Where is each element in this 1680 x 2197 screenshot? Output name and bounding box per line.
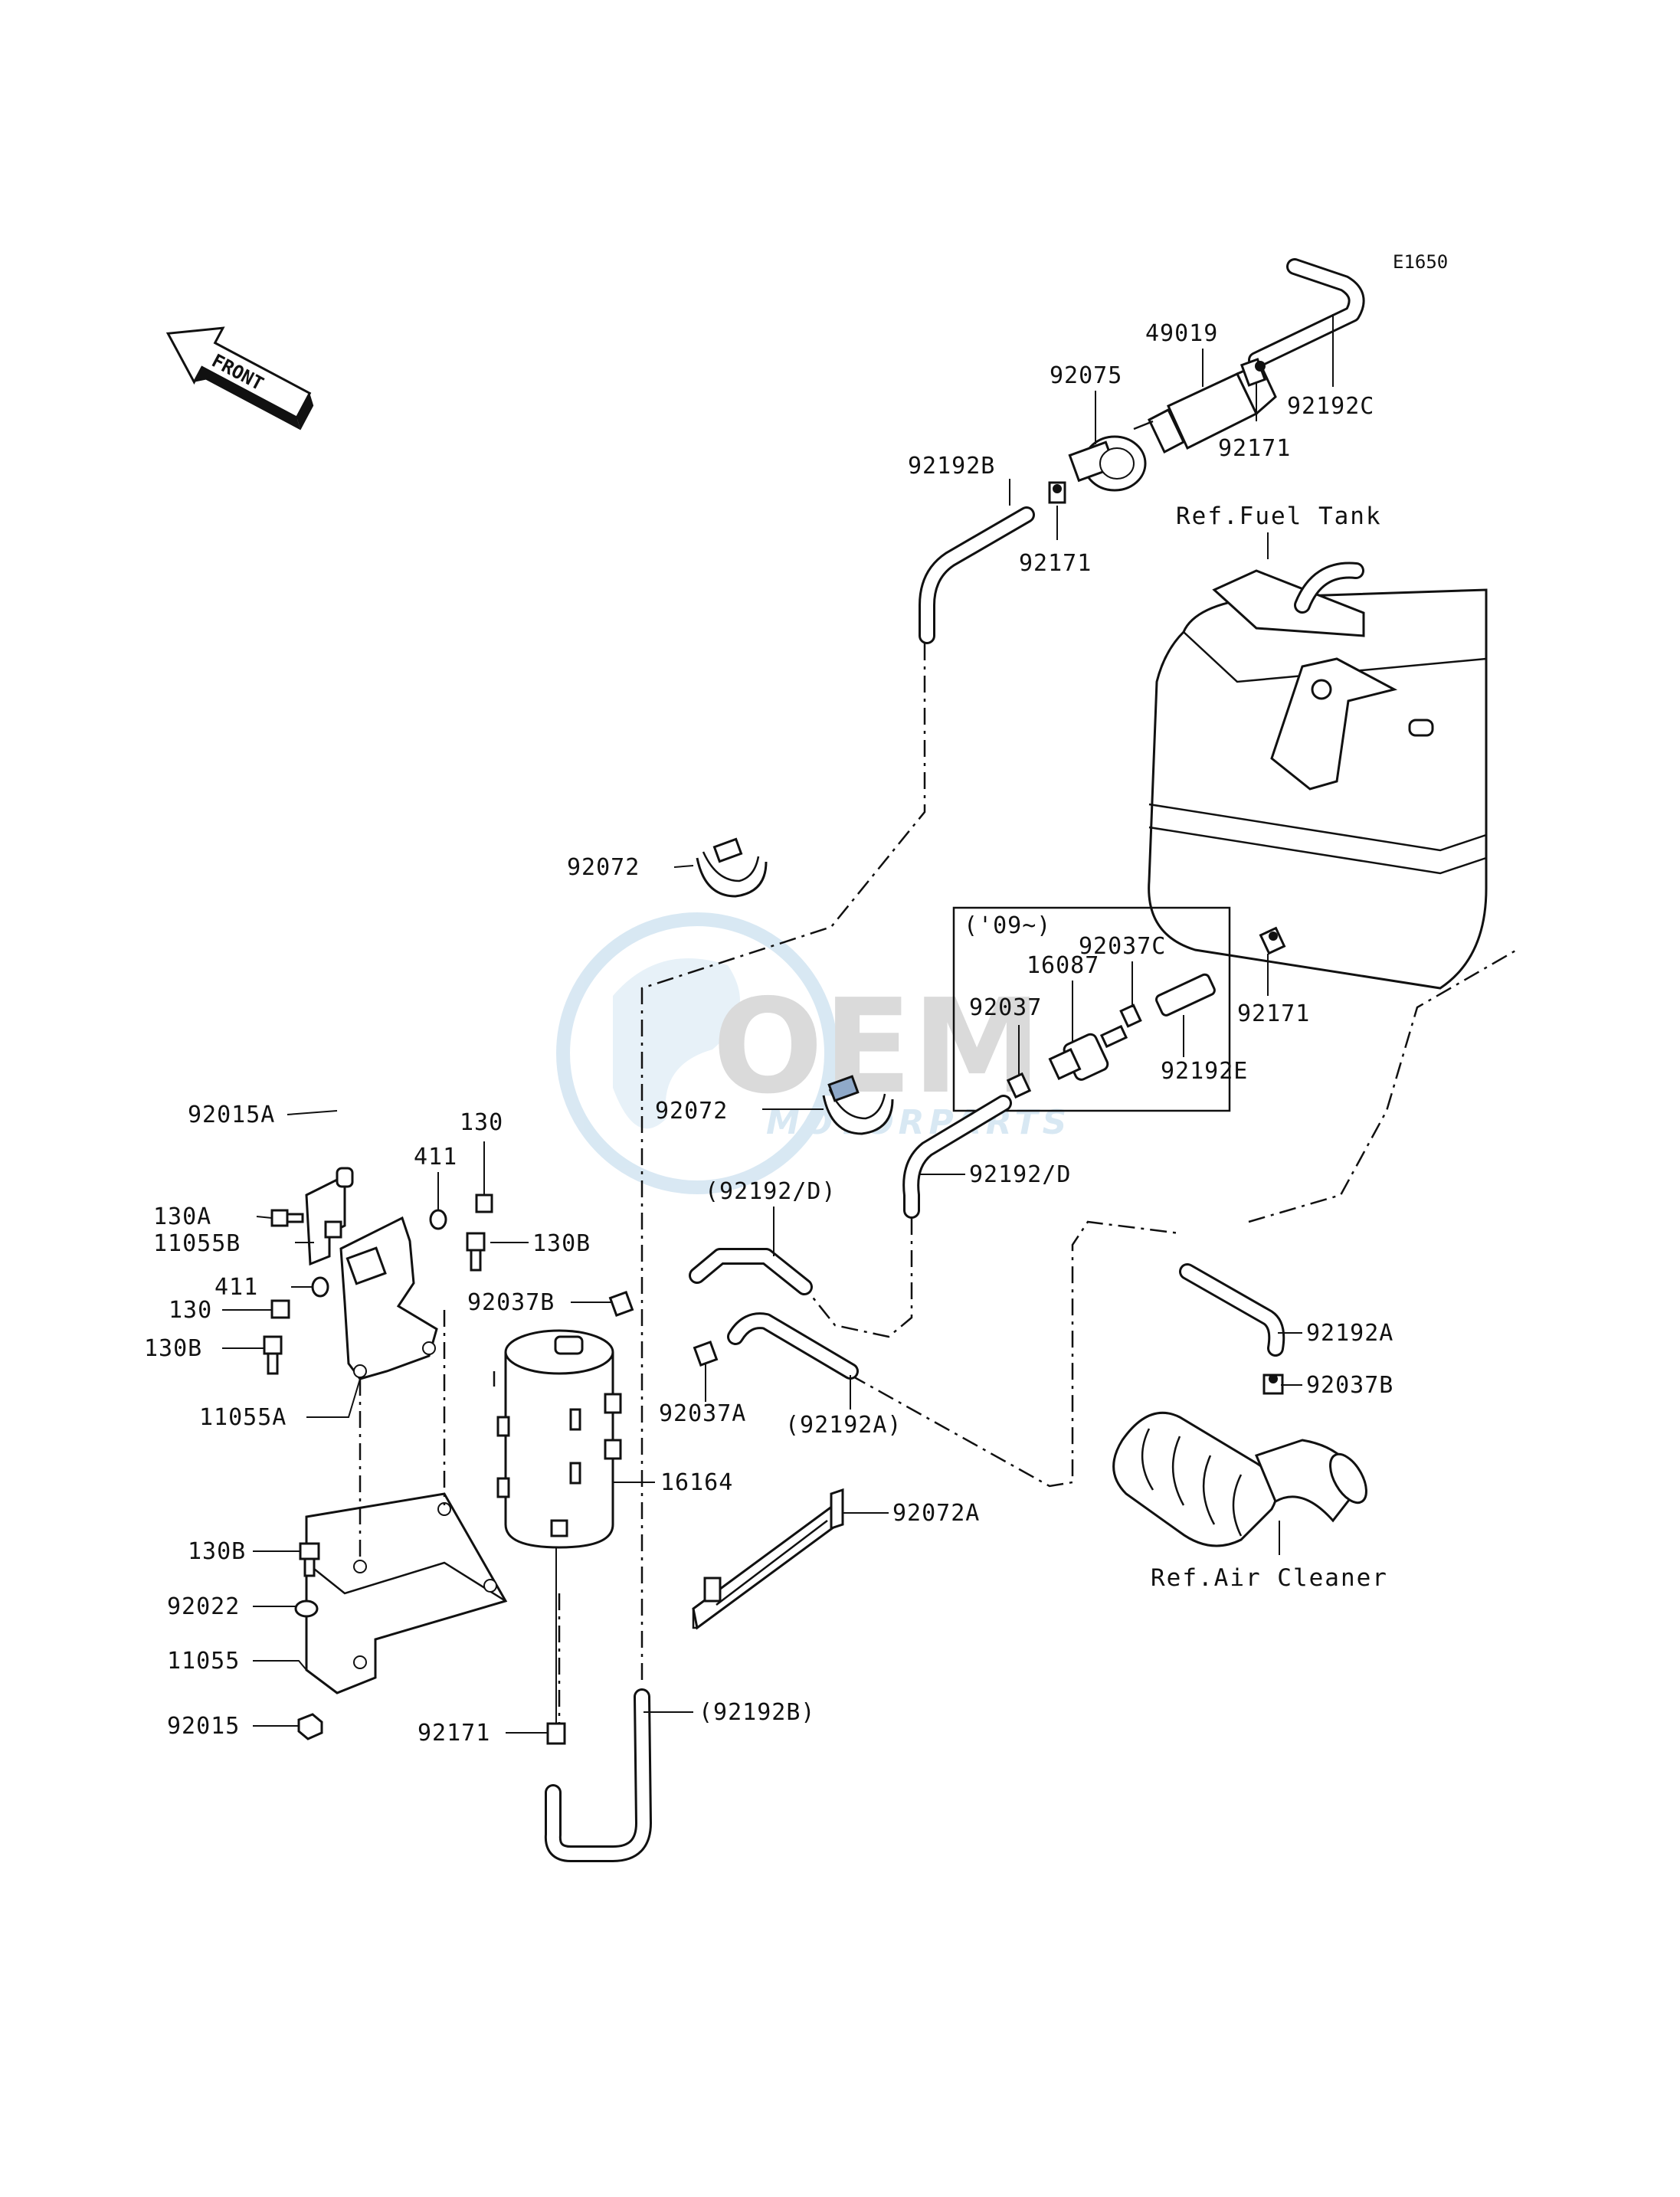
washer-411-top-icon [429, 1209, 447, 1230]
label-92015A: 92015A [188, 1102, 275, 1128]
label-92192A: 92192A [1306, 1320, 1393, 1347]
cap-92015A-icon [336, 1167, 354, 1195]
label-92171-top: 92171 [1218, 435, 1291, 462]
hose-92192C [1248, 258, 1365, 368]
clamp-92171-bottom [546, 1547, 566, 1745]
watermark-globe-icon [556, 912, 838, 1194]
bolt-130-top-icon [475, 1193, 493, 1213]
diagram-code: E1650 [1393, 251, 1448, 273]
ref-fuel-tank-label: Ref.Fuel Tank [1176, 503, 1382, 530]
washer-92022-icon [294, 1599, 319, 1618]
clamp-92037B-left [608, 1291, 634, 1317]
year-note: ('09~) [964, 912, 1051, 939]
fuel-tank-reference: Ref.Fuel Tank [1148, 503, 1488, 990]
label-92192B: 92192B [908, 453, 995, 480]
band-92072-top [696, 837, 768, 898]
bracket-dash-guides [359, 1310, 496, 1563]
clamp-92171-mid [1048, 481, 1066, 504]
dashline-92192E [1248, 948, 1518, 1223]
label-92022: 92022 [167, 1593, 240, 1620]
clamp-92037 [1006, 1072, 1032, 1099]
label-92171-bottom: 92171 [418, 1720, 490, 1747]
air-cleaner-reference: Ref.Air Cleaner [1112, 1411, 1388, 1592]
hose-92192A-lower [727, 1312, 859, 1380]
label-92037B-right: 92037B [1306, 1372, 1393, 1399]
label-92192E: 92192E [1161, 1058, 1248, 1085]
holder-92075 [1068, 435, 1147, 492]
label-92192D: 92192/D [969, 1161, 1071, 1188]
label-130B-mid: 130B [144, 1335, 202, 1362]
bracket-11055B [305, 1174, 346, 1266]
label-16164: 16164 [660, 1469, 733, 1496]
label-92037C: 92037C [1079, 933, 1166, 960]
washer-411-mid-icon [311, 1276, 329, 1298]
label-411-top: 411 [414, 1144, 457, 1171]
label-92192D-paren: (92192/D) [705, 1178, 837, 1205]
label-16087: 16087 [1027, 952, 1099, 979]
watermark: OEM MOTORPARTS [556, 912, 1066, 1194]
label-92171-mid: 92171 [1019, 550, 1092, 577]
label-49019: 49019 [1145, 320, 1218, 347]
label-130B-low: 130B [188, 1538, 246, 1565]
leader-lines [222, 314, 1334, 1734]
part-labels: 49019 92075 92192C 92171 92192B 92171 92… [144, 320, 1393, 1747]
canister-16164 [496, 1329, 622, 1549]
label-130B-top: 130B [532, 1230, 591, 1257]
bolt-130-mid-icon [270, 1299, 290, 1319]
hose-92192D-lower [689, 1248, 813, 1295]
label-92015: 92015 [167, 1713, 240, 1740]
label-92075: 92075 [1050, 362, 1122, 389]
dashline-92192D [804, 1218, 913, 1338]
band-92072-mid [822, 1075, 894, 1135]
hose-92192E [1155, 973, 1216, 1017]
label-92192B-paren: (92192B) [699, 1699, 816, 1726]
label-130-top: 130 [460, 1109, 503, 1136]
clamp-92037C [1119, 1004, 1142, 1028]
label-92171-right: 92171 [1237, 1000, 1310, 1027]
front-arrow-icon: FRONT [165, 326, 314, 431]
clamp-92037A [693, 1341, 719, 1367]
watermark-brand: OEM [712, 971, 1042, 1123]
label-11055A: 11055A [199, 1404, 287, 1431]
hose-92192A-upper [1179, 1263, 1285, 1357]
bolt-130B-low-icon [299, 1542, 320, 1577]
ref-air-cleaner-label: Ref.Air Cleaner [1151, 1564, 1388, 1592]
hose-92192B-bottom [544, 1688, 652, 1862]
label-11055B: 11055B [153, 1230, 241, 1257]
valve-16087 [1048, 1024, 1128, 1081]
label-411-mid: 411 [215, 1274, 258, 1301]
bolt-130B-top-icon [466, 1232, 486, 1272]
bracket-11055 [305, 1492, 508, 1694]
bolt-130A-icon [270, 1209, 304, 1227]
watermark-continent-shape [613, 958, 740, 1129]
label-92037: 92037 [969, 994, 1042, 1021]
label-92037B-left: 92037B [467, 1289, 555, 1316]
year-note-box: ('09~) [952, 906, 1231, 1112]
label-92192C: 92192C [1287, 393, 1374, 420]
dashline-92192A [850, 1220, 1181, 1488]
clamp-92171-right [1259, 926, 1286, 955]
strap-92072A [692, 1488, 844, 1630]
nut-92015-icon [297, 1713, 323, 1740]
label-130A: 130A [153, 1203, 211, 1230]
label-92037A: 92037A [659, 1400, 746, 1427]
label-92072-mid: 92072 [655, 1098, 728, 1125]
label-92192A-paren: (92192A) [785, 1412, 902, 1439]
label-11055: 11055 [167, 1648, 240, 1675]
bolt-130B-mid-icon [263, 1335, 283, 1375]
hose-92192B-top [919, 506, 1035, 644]
label-92072A: 92072A [892, 1500, 980, 1527]
clamp-92171-top [1240, 358, 1267, 387]
label-130-mid: 130 [169, 1297, 212, 1324]
hose-92192D-upper [902, 1095, 1012, 1219]
label-92072-top: 92072 [567, 854, 640, 881]
clamp-92037B-right [1262, 1374, 1284, 1395]
dashline-92192B [640, 643, 926, 1685]
bracket-11055A [339, 1216, 438, 1380]
